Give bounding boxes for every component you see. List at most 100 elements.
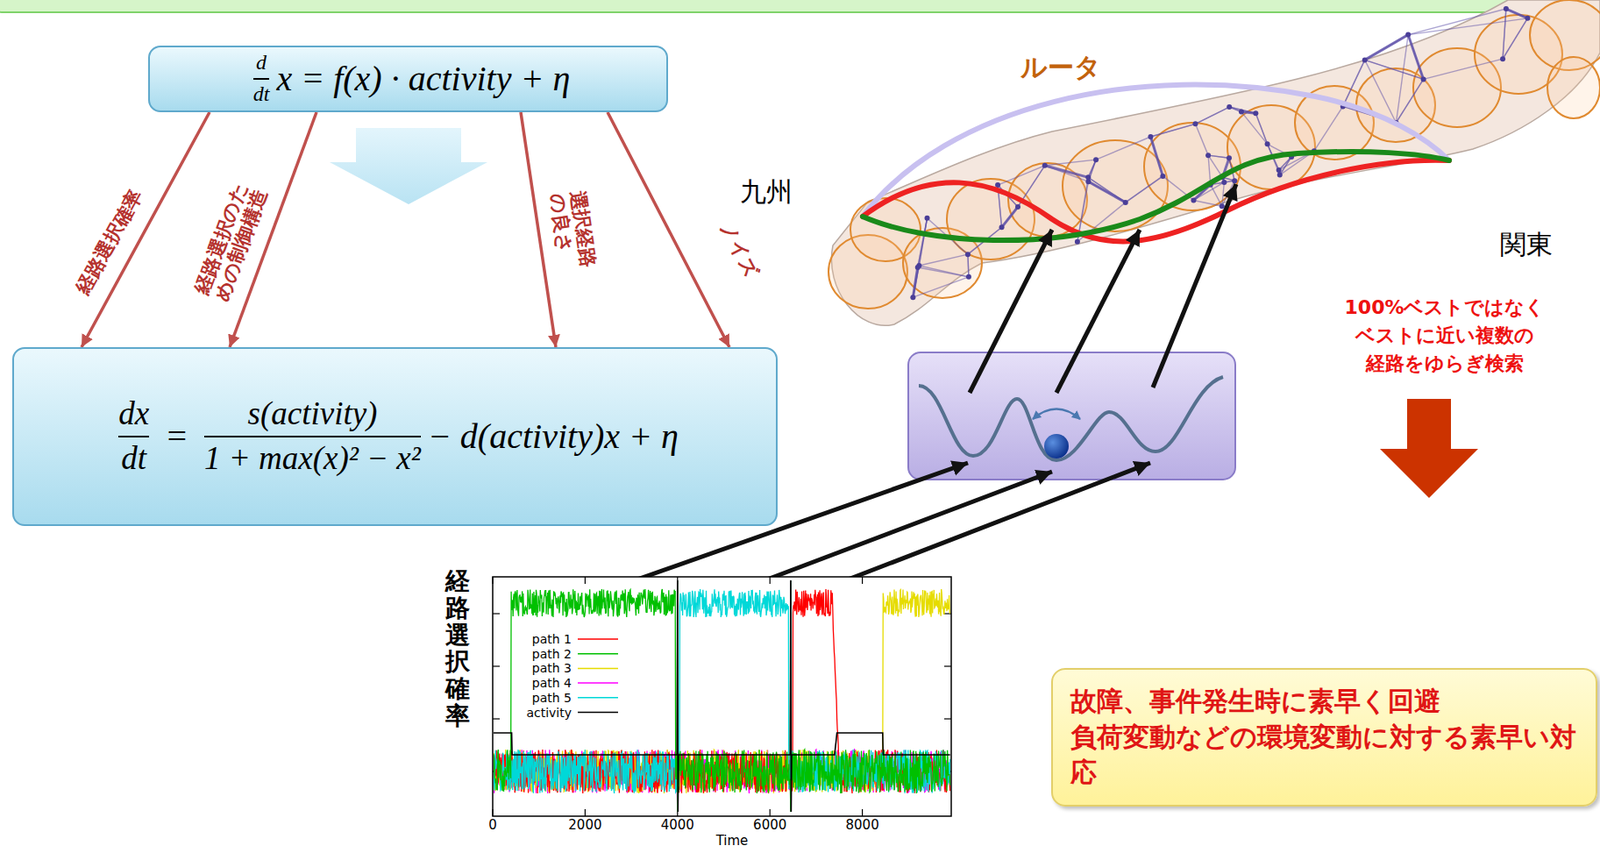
router-network [1088,177,1125,203]
axis-tick [944,718,952,719]
result-text: 故障、事件発生時に素早く回避 [1070,683,1441,720]
router-network [1365,35,1408,61]
result-text: 負荷変動などの環境変動に対する素早い対応 [1070,719,1579,791]
router-network [1125,176,1164,203]
router-network [918,254,968,266]
router-network [1395,35,1408,123]
connector-arrow [81,112,210,348]
legend-text: path 5 [532,691,572,704]
router-network [1194,106,1230,124]
router-network [1088,177,1125,203]
router-network [1408,18,1528,36]
router-network [1362,56,1368,63]
axis-tick [584,576,586,584]
router-network [1502,18,1528,59]
potential-landscape [1044,433,1069,459]
axis-tick [944,665,952,667]
result-arrow [1379,398,1479,498]
router-network [1365,35,1408,61]
router-network [1190,197,1196,203]
router-network [967,254,969,278]
router-network [1503,6,1509,12]
router-network [917,267,969,278]
router-network [1150,123,1195,137]
land [831,0,1600,326]
router-network [1205,152,1211,158]
router-network [1231,177,1238,184]
router-network [1042,163,1048,169]
chart [492,576,952,817]
router-network [1015,204,1021,210]
router-network [1221,179,1227,185]
pointer-arrow [969,229,1053,393]
router-network [1280,156,1292,176]
router-network [1002,206,1018,228]
router-network [1123,199,1129,206]
fraction-bar [253,78,271,80]
router-network [1252,110,1259,116]
router-network [1408,8,1507,36]
router-network [912,277,969,298]
tick-label: 2000 [568,817,602,833]
note-text: 100%ベストではなく ベストに近い複数の 経路をゆらぎ検索 [1295,293,1594,378]
router-network [965,251,971,257]
formula-text: x = f(x) · activity + η [276,58,570,100]
region-label: 関東 [1500,229,1553,261]
axis-tick [584,809,586,817]
edge-label: ノイズ [715,218,762,282]
pointer-arrow [734,471,1053,592]
trace-line [493,589,951,812]
axis-tick [769,576,771,584]
formula-text: = [164,416,189,457]
edge-label: 経路選択確率 [71,185,147,298]
router-network [1226,155,1232,161]
axis-tick [492,612,500,614]
router-network [1502,8,1507,59]
router-network [1506,8,1529,19]
router-network [1193,199,1222,207]
router-network [1255,113,1267,144]
numerator: s(activity) [248,395,378,434]
axis-tick [861,576,863,584]
router-network [1265,141,1271,147]
router-network [1314,106,1344,151]
router-network [917,218,928,268]
router-network [999,224,1005,230]
axis-tick [491,576,493,584]
router-network [1343,59,1366,107]
router-network [1277,172,1283,178]
router-network [1365,59,1424,79]
result-box: 故障、事件発生時に素早く回避負荷変動などの環境変動に対する素早い対応 [1051,668,1598,807]
pointer-arrow [816,462,1151,592]
legend-line [577,668,619,670]
axis-tick [492,665,500,667]
axis-tick [491,809,493,817]
japan-map [828,0,1600,326]
connector-arrow [607,112,730,348]
router-network [910,294,916,300]
edge-label: 選択経路の良さ [545,189,599,274]
fraction-bar [204,435,421,438]
flow-arrow [329,128,488,205]
router-network [1343,59,1366,107]
router-network [1210,184,1223,207]
router-network [1255,113,1267,144]
router-network [1150,123,1195,137]
edge-label: 経路選択のための制御構造 [191,179,271,306]
equation-box: dxdt=s(activity)1 + max(x)² − x²− d(acti… [12,347,778,527]
router-network [915,264,921,271]
trace [493,580,951,812]
router-label: ルータ [1016,52,1105,84]
router-network [1192,120,1198,127]
axis-tick [492,576,952,817]
legend-text: activity [526,706,572,719]
axis-tick [492,718,500,719]
legend-line [577,682,619,684]
router-network [1408,35,1423,80]
denominator: dt [120,440,147,478]
router-network [1276,167,1282,173]
numerator: d [256,50,267,76]
router-network [1125,176,1164,203]
router-network [1074,239,1081,245]
router-network [1085,174,1091,180]
